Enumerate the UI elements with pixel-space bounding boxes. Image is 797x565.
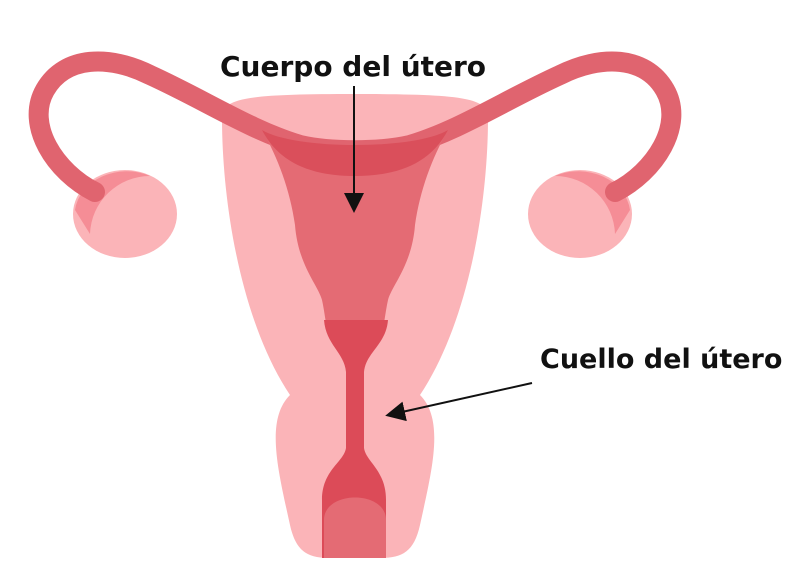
cervix-arrow xyxy=(385,382,533,422)
label-body: Cuerpo del útero xyxy=(220,50,487,83)
label-cervix: Cuello del útero xyxy=(540,344,783,375)
vaginal-canal xyxy=(324,497,386,558)
cervical-canal xyxy=(322,320,388,558)
uterine-cavity xyxy=(262,130,448,342)
